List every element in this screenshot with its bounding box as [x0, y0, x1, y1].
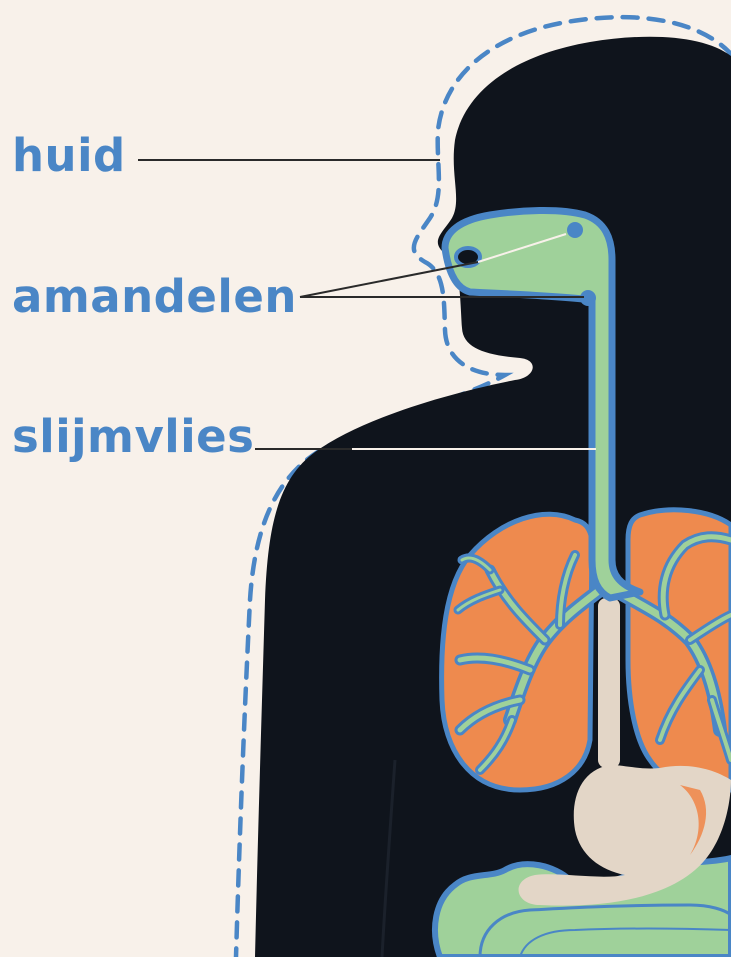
label-skin: huid	[12, 133, 126, 178]
label-tonsils: amandelen	[12, 274, 297, 319]
esophagus	[598, 598, 620, 768]
label-mucosa: slijmvlies	[12, 414, 254, 459]
tonsil-upper	[567, 222, 583, 238]
